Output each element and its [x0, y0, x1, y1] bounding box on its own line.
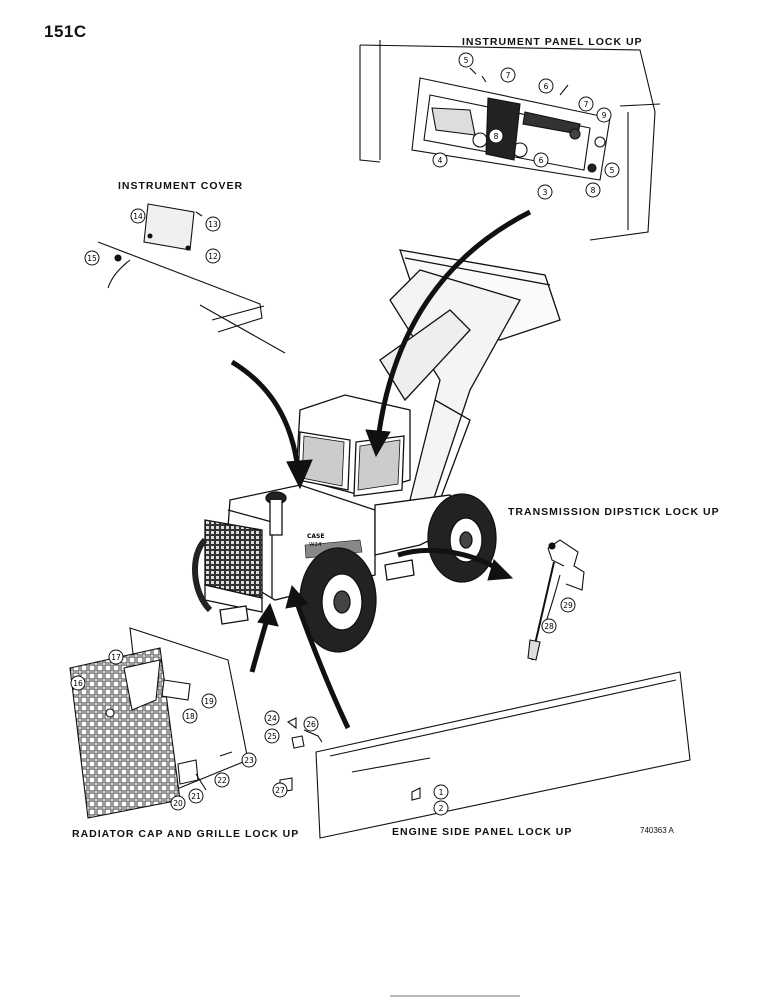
callout-27-side-panel: 27 [272, 782, 288, 798]
callout-23-grille: 23 [241, 752, 257, 768]
callout-21-grille: 21 [188, 788, 204, 804]
svg-text:5: 5 [610, 166, 615, 175]
callout-13-cover: 13 [205, 216, 221, 232]
engine-side-panel-assembly [279, 671, 691, 839]
svg-text:8: 8 [494, 132, 499, 141]
svg-text:26: 26 [306, 720, 316, 729]
callout-2-side-panel: 2 [433, 800, 449, 816]
svg-text:23: 23 [244, 756, 254, 765]
svg-text:18: 18 [185, 712, 195, 721]
svg-text:7: 7 [584, 100, 589, 109]
callout-17-grille: 17 [108, 649, 124, 665]
svg-text:9: 9 [602, 111, 607, 120]
svg-text:16: 16 [73, 679, 83, 688]
callout-15-cover: 15 [84, 250, 100, 266]
callout-22-grille: 22 [214, 772, 230, 788]
callout-28-dipstick: 28 [541, 618, 557, 634]
svg-text:7: 7 [506, 71, 511, 80]
svg-text:21: 21 [191, 792, 201, 801]
svg-text:5: 5 [464, 56, 469, 65]
callout-5-panel: 5 [458, 52, 474, 68]
callout-7-panel-right: 7 [578, 96, 594, 112]
callout-8-panel-left: 8 [488, 128, 504, 144]
svg-text:22: 22 [217, 776, 227, 785]
transmission-dipstick-assembly [527, 539, 585, 661]
svg-text:28: 28 [544, 622, 554, 631]
caption-radiator-cap-grille-lock-up: RADIATOR CAP AND GRILLE LOCK UP [72, 828, 300, 840]
svg-text:14: 14 [133, 212, 143, 221]
machine-badge-model: W14 [309, 542, 322, 548]
callout-12-cover: 12 [205, 248, 221, 264]
page-number: 151C [44, 22, 87, 41]
callout-7-panel-top: 7 [500, 67, 516, 83]
caption-instrument-panel-lock-up: INSTRUMENT PANEL LOCK UP [462, 36, 643, 48]
svg-text:8: 8 [591, 186, 596, 195]
instrument-cover-assembly [97, 203, 286, 354]
radiator-grille-assembly [69, 627, 249, 819]
svg-text:6: 6 [544, 82, 549, 91]
svg-text:27: 27 [275, 786, 285, 795]
callout-26-side-panel: 26 [303, 716, 319, 732]
svg-text:4: 4 [438, 156, 443, 165]
svg-text:24: 24 [267, 714, 277, 723]
callout-14-cover: 14 [130, 208, 146, 224]
callout-24-side-panel: 24 [264, 710, 280, 726]
callout-1-side-panel: 1 [433, 784, 449, 800]
callout-25-side-panel: 25 [264, 728, 280, 744]
callout-8-panel-bottom: 8 [585, 182, 601, 198]
svg-text:20: 20 [173, 799, 183, 808]
callout-18-grille: 18 [182, 708, 198, 724]
caption-transmission-dipstick-lock-up: TRANSMISSION DIPSTICK LOCK UP [508, 506, 720, 518]
callout-3-panel: 3 [537, 184, 553, 200]
callout-29-dipstick: 29 [560, 597, 576, 613]
svg-text:17: 17 [111, 653, 121, 662]
svg-text:1: 1 [439, 788, 444, 797]
svg-text:15: 15 [87, 254, 97, 263]
caption-instrument-cover: INSTRUMENT COVER [118, 180, 244, 192]
callout-6-panel-center: 6 [533, 152, 549, 168]
svg-text:6: 6 [539, 156, 544, 165]
svg-text:13: 13 [208, 220, 218, 229]
callout-20-grille: 20 [170, 795, 186, 811]
callout-16-grille: 16 [70, 675, 86, 691]
svg-text:3: 3 [543, 188, 548, 197]
callout-9-panel: 9 [596, 107, 612, 123]
callout-5-panel-right: 5 [604, 162, 620, 178]
callout-6-panel-top: 6 [538, 78, 554, 94]
callout-19-grille: 19 [201, 693, 217, 709]
svg-text:12: 12 [208, 252, 218, 261]
svg-text:19: 19 [204, 697, 214, 706]
svg-text:29: 29 [563, 601, 573, 610]
machine-badge-brand: CASE [307, 533, 324, 540]
pointer-arrows [230, 209, 532, 730]
drawing-reference-code: 740363 A [640, 826, 674, 835]
callout-4-panel: 4 [432, 152, 448, 168]
caption-engine-side-panel-lock-up: ENGINE SIDE PANEL LOCK UP [392, 826, 573, 838]
svg-text:2: 2 [439, 804, 444, 813]
svg-text:25: 25 [267, 732, 277, 741]
wheel-loader-machine [192, 249, 561, 653]
instrument-panel-assembly [359, 40, 661, 241]
